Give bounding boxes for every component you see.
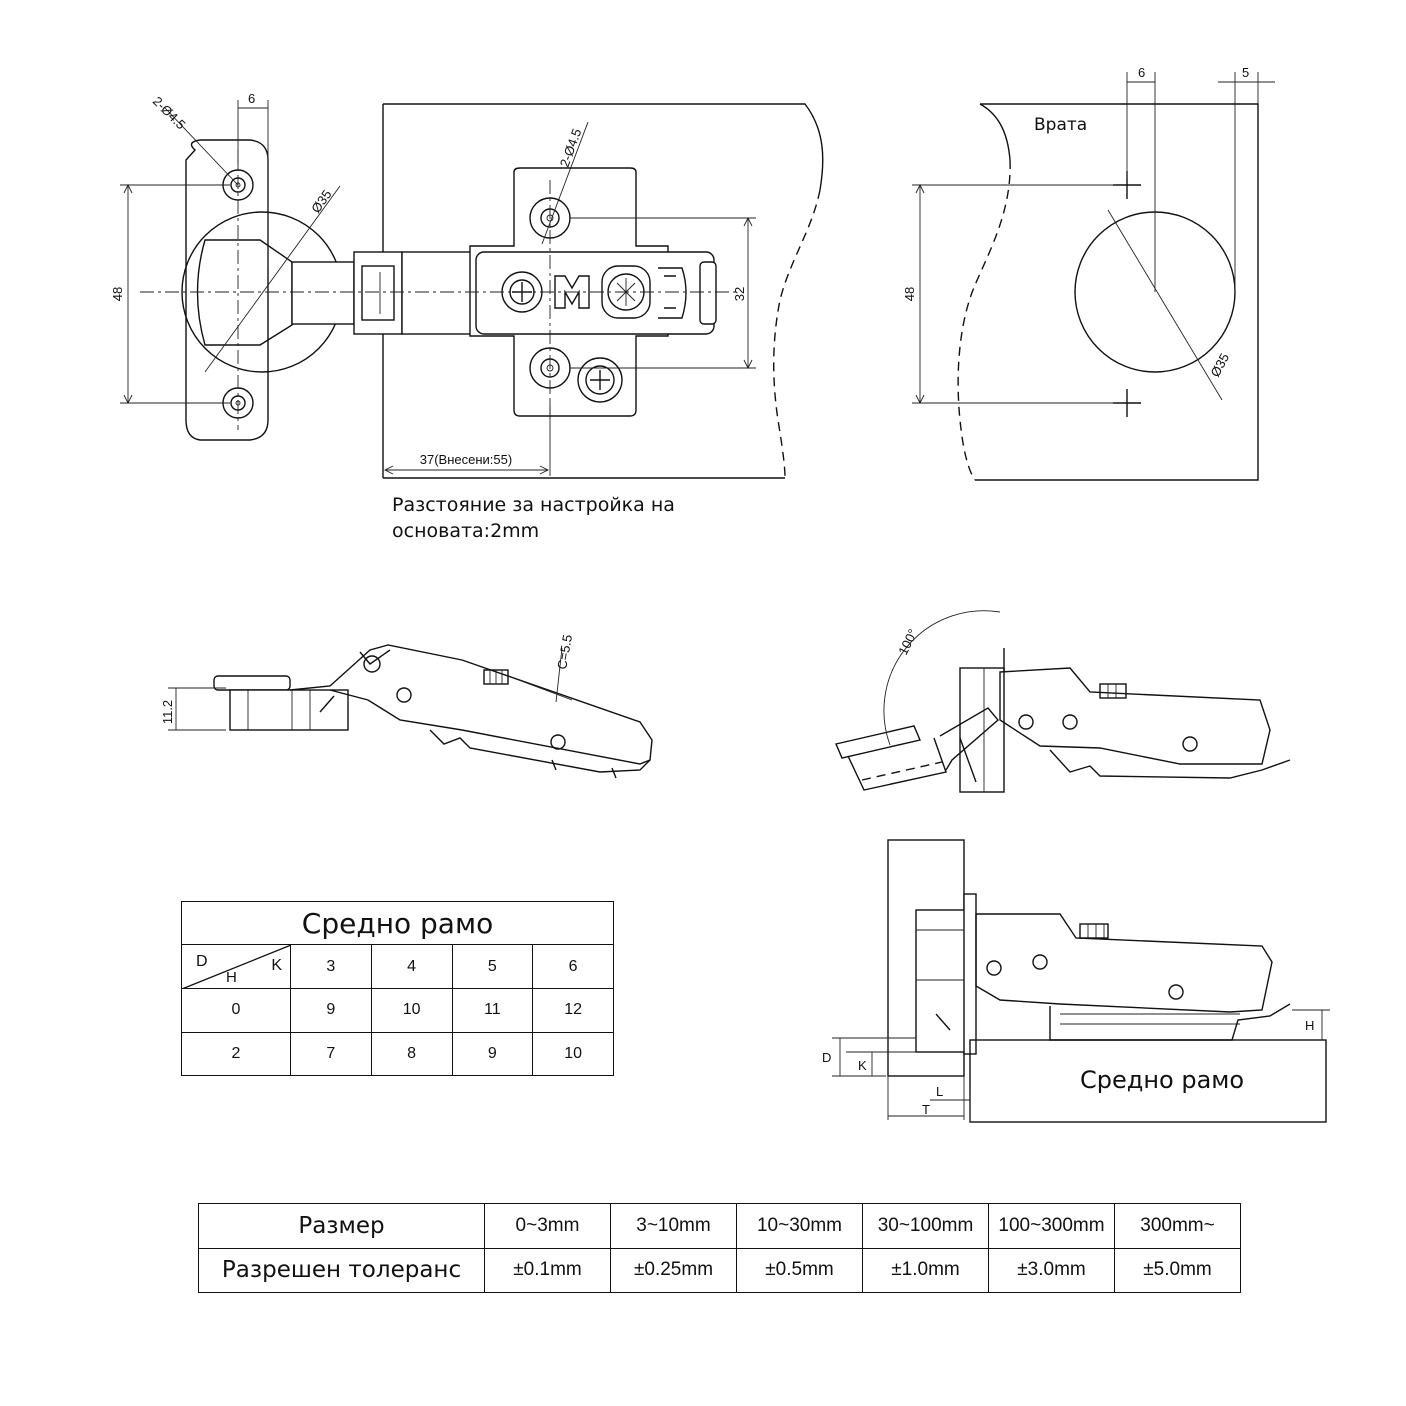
mount-dim-h: H — [1305, 1018, 1314, 1033]
tolerance-value: ±0.25mm — [610, 1247, 737, 1293]
corner-h: H — [226, 969, 237, 986]
size-range: 0~3mm — [484, 1203, 611, 1249]
size-label: Размер — [198, 1203, 485, 1249]
d-value: 0 — [181, 988, 291, 1033]
mount-dim-t: T — [922, 1102, 930, 1117]
adjustment-note-line1: Разстояние за настройка на — [392, 494, 675, 516]
h-value: 9 — [290, 988, 372, 1033]
h-value: 10 — [370, 988, 453, 1033]
dim-48-left: 48 — [110, 287, 125, 301]
door-drilling-view: Врата 48 6 5 Ø35 — [902, 65, 1275, 481]
tolerance-table: Размер 0~3mm 3~10mm 10~30mm 30~100mm 100… — [198, 1203, 1241, 1293]
tolerance-value: ±1.0mm — [862, 1247, 989, 1293]
h-value: 11 — [451, 988, 534, 1033]
mount-label: Средно рамо — [1080, 1066, 1244, 1094]
hinge-top-view: 48 6 2-Ø4.5 Ø35 2-Ø4.5 32 37(Внесени:55) — [110, 91, 824, 479]
h-value: 10 — [532, 1031, 614, 1076]
side-dim-c: C=5.5 — [554, 633, 575, 670]
dim-holes-plate: 2-Ø4.5 — [557, 127, 585, 169]
mount-dim-d: D — [822, 1050, 831, 1065]
side-dim-height: 11.2 — [160, 700, 175, 724]
d-value: 2 — [181, 1031, 291, 1076]
k-value: 3 — [290, 944, 372, 989]
k-value: 6 — [532, 944, 614, 989]
corner-diagonal — [182, 945, 291, 989]
tolerance-value: ±5.0mm — [1114, 1247, 1241, 1293]
h-value: 8 — [370, 1031, 453, 1076]
corner-d: D — [196, 953, 208, 970]
hinge-mounted-view: Средно рамо D K H L T — [822, 839, 1330, 1123]
dim-base-37: 37(Внесени:55) — [420, 452, 512, 467]
table-row: 0 9 10 11 12 — [181, 988, 614, 1033]
hinge-side-closed: 11.2 C=5.5 — [160, 633, 653, 779]
arm-table-corner: D H K — [181, 944, 291, 989]
table-row: Размер 0~3mm 3~10mm 10~30mm 30~100mm 100… — [198, 1203, 1241, 1249]
table-row: Разрешен толеранс ±0.1mm ±0.25mm ±0.5mm … — [198, 1247, 1241, 1293]
door-dim-cup: Ø35 — [1207, 351, 1232, 380]
size-range: 30~100mm — [862, 1203, 989, 1249]
dim-cup-35: Ø35 — [308, 187, 334, 216]
mount-dim-l: L — [936, 1084, 943, 1099]
size-range: 10~30mm — [736, 1203, 863, 1249]
arm-table-title: Средно рамо — [181, 901, 614, 945]
dim-6-left: 6 — [248, 91, 255, 106]
hinge-side-open: 100° — [835, 610, 1291, 793]
arm-table: Средно рамо D H K 3 4 5 6 0 9 10 11 12 2… — [181, 901, 614, 1076]
table-row: 2 7 8 9 10 — [181, 1031, 614, 1076]
k-value: 5 — [451, 944, 534, 989]
size-range: 100~300mm — [988, 1203, 1115, 1249]
corner-k: K — [271, 957, 282, 974]
mount-dim-k: K — [858, 1058, 867, 1073]
door-dim-48: 48 — [902, 287, 917, 301]
door-label: Врата — [1034, 115, 1087, 135]
size-range: 3~10mm — [610, 1203, 737, 1249]
h-value: 12 — [532, 988, 614, 1033]
open-angle: 100° — [895, 627, 920, 658]
door-dim-5: 5 — [1242, 65, 1249, 80]
adjustment-note-line2: основата:2mm — [392, 520, 540, 542]
h-value: 9 — [451, 1031, 534, 1076]
adjustment-note: Разстояние за настройка на основата:2mm — [392, 492, 752, 544]
tolerance-value: ±3.0mm — [988, 1247, 1115, 1293]
dim-32: 32 — [732, 287, 747, 301]
tolerance-value: ±0.1mm — [484, 1247, 611, 1293]
door-dim-6: 6 — [1138, 65, 1145, 80]
tolerance-value: ±0.5mm — [736, 1247, 863, 1293]
size-range: 300mm~ — [1114, 1203, 1241, 1249]
k-value: 4 — [370, 944, 453, 989]
h-value: 7 — [290, 1031, 372, 1076]
dim-holes-left: 2-Ø4.5 — [150, 94, 189, 133]
tolerance-label: Разрешен толеранс — [198, 1247, 485, 1293]
